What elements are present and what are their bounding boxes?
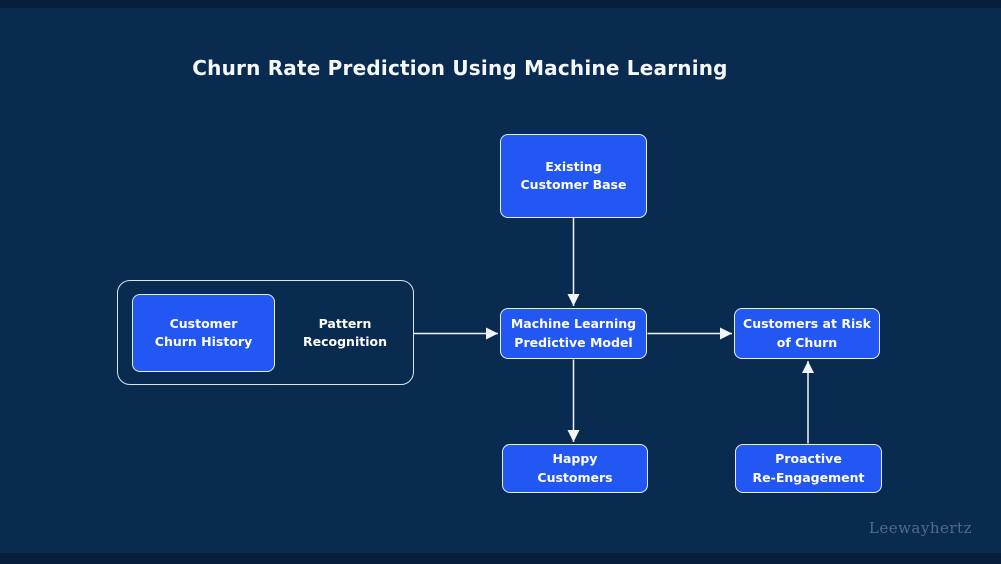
node-customers-at-risk-of-churn: Customers at Risk of Churn — [734, 308, 880, 359]
node-proactive-re-engagement: Proactive Re-Engagement — [735, 444, 882, 493]
bottom-edge-band — [0, 553, 1001, 564]
pattern-recognition-label: Pattern Recognition — [303, 315, 387, 349]
watermark-logo: Leewayhertz — [868, 519, 972, 537]
node-machine-learning-predictive-model: Machine Learning Predictive Model — [500, 308, 647, 359]
diagram-title: Churn Rate Prediction Using Machine Lear… — [192, 56, 728, 80]
node-existing-customer-base: Existing Customer Base — [500, 134, 647, 218]
node-happy-customers: Happy Customers — [502, 444, 648, 493]
pattern-recognition-group — [117, 280, 414, 385]
top-edge-band — [0, 0, 1001, 8]
node-customer-churn-history: Customer Churn History — [132, 294, 275, 372]
